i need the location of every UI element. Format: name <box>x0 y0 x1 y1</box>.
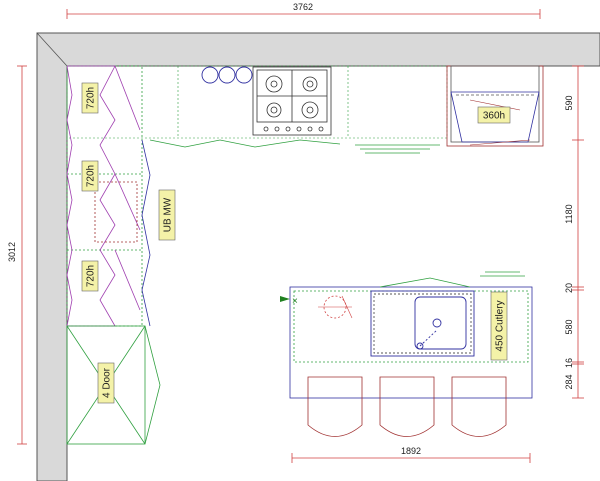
dimension-island <box>291 453 531 463</box>
label-four-door: 4 Door <box>97 362 115 404</box>
wall-outline <box>36 32 600 481</box>
stool-2 <box>379 376 435 437</box>
dimension-left <box>17 65 27 445</box>
svg-text:720h: 720h <box>86 87 97 109</box>
left-wall-units <box>66 65 151 327</box>
dimension-right-1180: 1180 <box>564 204 574 223</box>
svg-text:UB MW: UB MW <box>163 197 174 232</box>
insertion-marker: × <box>280 296 298 307</box>
dimension-right-16: 16 <box>564 358 574 368</box>
label-cutlery: 450 Cutlery <box>490 291 508 361</box>
dimension-island-label: 1892 <box>401 446 421 456</box>
hood-unit <box>446 65 544 147</box>
svg-text:720h: 720h <box>86 165 97 187</box>
dimension-right-590: 590 <box>564 95 574 110</box>
wall-corner-line <box>36 32 68 67</box>
dimension-right <box>572 65 584 399</box>
walls <box>36 32 600 481</box>
dimension-left-label: 3012 <box>7 242 17 262</box>
counter-circles <box>201 66 253 84</box>
dimension-right-20: 20 <box>564 283 574 293</box>
dimension-right-284: 284 <box>564 374 574 389</box>
stool-3 <box>451 376 507 437</box>
svg-text:4 Door: 4 Door <box>102 367 113 398</box>
gas-hob <box>252 66 332 136</box>
dimension-top <box>66 9 541 19</box>
label-left-top: 720h <box>81 82 99 114</box>
label-left-mid: 720h <box>81 160 99 192</box>
svg-text:450 Cutlery: 450 Cutlery <box>495 300 506 351</box>
svg-text:×: × <box>292 296 298 307</box>
stools <box>307 376 507 437</box>
label-left-low: 720h <box>81 260 99 292</box>
label-ub-mw: UB MW <box>158 189 176 241</box>
dimension-right-580: 580 <box>564 319 574 334</box>
island <box>289 271 533 399</box>
label-hood: 360h <box>477 106 511 124</box>
dimension-top-label: 3762 <box>293 2 313 12</box>
svg-text:360h: 360h <box>483 111 505 122</box>
island-sink <box>370 290 475 357</box>
stool-1 <box>307 376 363 437</box>
svg-text:720h: 720h <box>86 265 97 287</box>
